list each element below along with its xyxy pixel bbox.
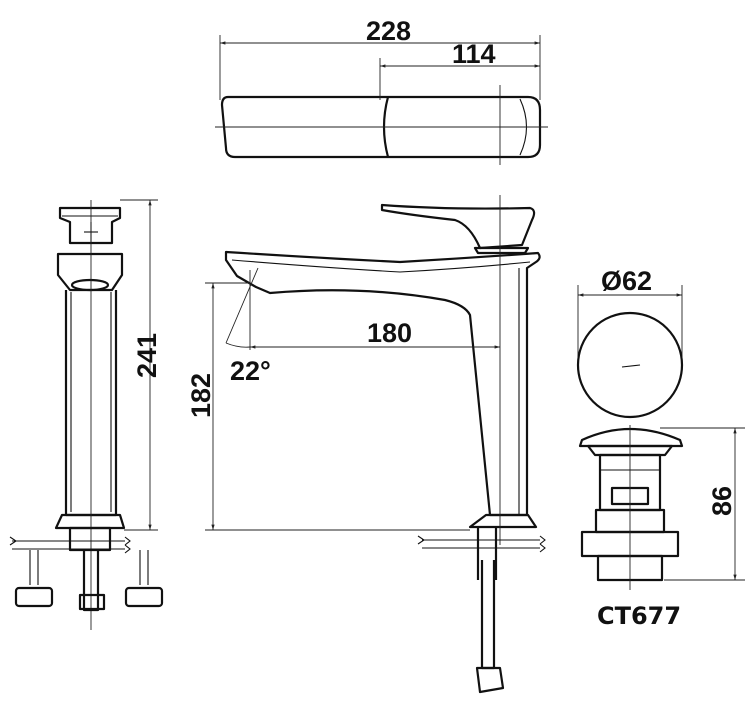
dimension-label-228: 228 bbox=[366, 16, 411, 46]
top-view: 228 114 bbox=[215, 16, 548, 165]
dimension-label-angle: 22° bbox=[230, 356, 271, 386]
dimension-label-241: 241 bbox=[132, 333, 162, 378]
drain-view: Ø62 86 CT677 bbox=[576, 266, 745, 630]
dimension-label-114: 114 bbox=[452, 39, 496, 69]
dimension-label-182: 182 bbox=[186, 373, 216, 418]
dimension-label-180: 180 bbox=[367, 318, 412, 348]
model-label: CT677 bbox=[597, 602, 681, 630]
side-view: 241 bbox=[9, 199, 164, 630]
front-view: 182 180 22° bbox=[186, 195, 546, 694]
dimension-label-86: 86 bbox=[707, 486, 737, 516]
dimension-label-62: Ø62 bbox=[601, 266, 652, 296]
